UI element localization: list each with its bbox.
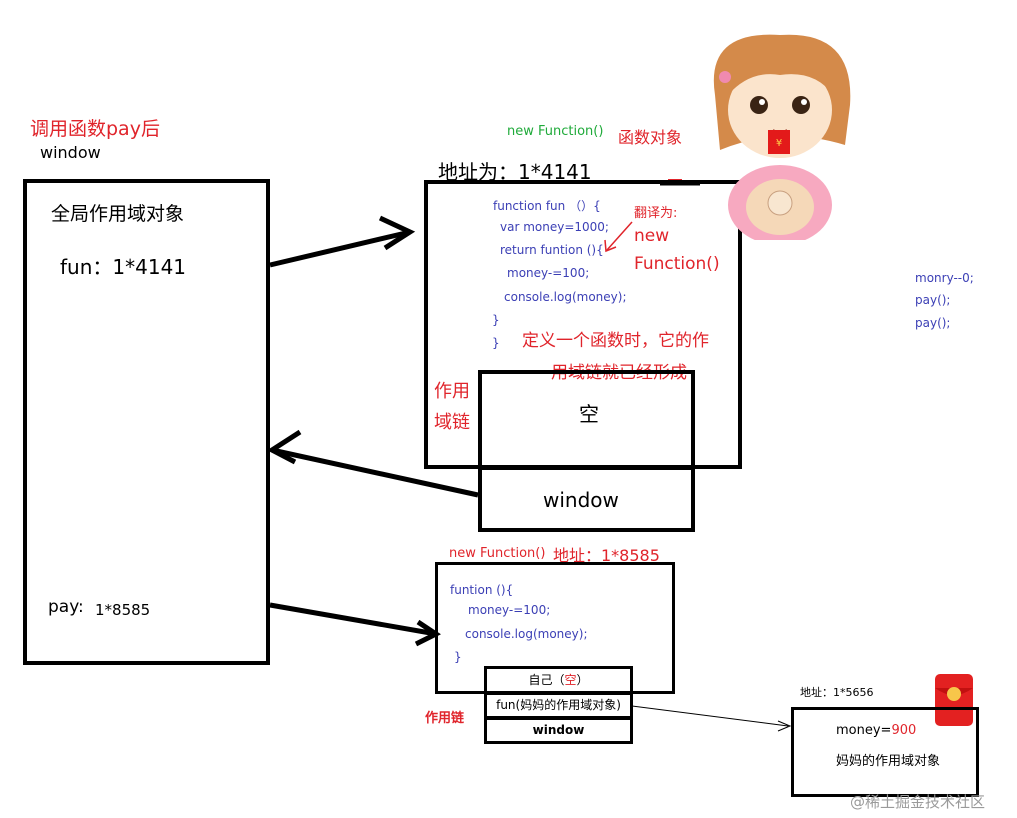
pay-chain-self-prefix: 自己（	[528, 673, 565, 687]
function-object-label: 函数对象	[618, 128, 683, 147]
pay-code-line-3: console.log(money);	[465, 627, 588, 641]
mom-scope-box: money=900 妈妈的作用域对象	[791, 707, 979, 797]
pay-code-line-4: }	[454, 650, 462, 664]
arrow-global-to-pay	[269, 602, 437, 637]
arrow-head-fun	[378, 215, 416, 251]
arrow-window-to-global	[271, 447, 479, 498]
scope-note-line-1: 定义一个函数时，它的作	[522, 331, 709, 351]
mother-illustration: ¥	[713, 34, 851, 240]
mom-address: 地址：1*5656	[800, 686, 874, 699]
translate-arrow-head	[604, 239, 617, 253]
window-label: window	[40, 143, 101, 162]
translate-value-line-1: new	[634, 226, 670, 246]
fun-code-line-5: console.log(money);	[504, 290, 627, 304]
fun-new-function-label: new Function()	[507, 124, 604, 139]
pay-chain-self-row: 自己（空）	[484, 666, 633, 694]
mom-money: money=900	[836, 723, 916, 738]
global-scope-box: 全局作用域对象 fun：1*4141 pay: 1*8585	[23, 179, 270, 665]
fun-code-line-6: }	[492, 313, 500, 327]
scope-chain-label-line-2: 域链	[434, 412, 470, 433]
pay-chain-label: 作用链	[425, 711, 465, 726]
translate-value-line-2: Function()	[634, 254, 720, 274]
arrow-head-global	[267, 429, 302, 465]
fun-chain-window: window	[543, 488, 619, 512]
envelope-yen-icon: ¥	[776, 138, 782, 149]
pay-chain-fun-row: fun(妈妈的作用域对象)	[484, 692, 633, 719]
translate-label: 翻译为:	[634, 206, 678, 221]
arrow-chain-to-mom	[631, 705, 789, 727]
global-pay-label: pay:	[48, 597, 84, 617]
fun-chain-empty: 空	[579, 402, 599, 426]
pay-chain-self-empty: 空	[564, 673, 577, 687]
global-pay-address: 1*8585	[95, 601, 151, 619]
side-code-line-2: pay();	[915, 293, 951, 307]
mom-money-value: 900	[891, 723, 917, 738]
side-code-line-1: monry--0;	[915, 271, 974, 285]
diagram-title: 调用函数pay后	[30, 118, 160, 140]
red-envelope-icon	[935, 674, 973, 726]
fun-code-line-7: }	[492, 336, 500, 350]
pay-code-line-1: funtion (){	[450, 583, 514, 597]
translate-arrow	[606, 221, 633, 251]
fun-chain-window-box: window	[478, 466, 695, 532]
global-fun-entry: fun：1*4141	[60, 255, 187, 279]
pay-code-line-2: money-=100;	[468, 603, 551, 617]
fun-code-line-1: function fun （）{	[493, 199, 601, 213]
watermark: @稀土掘金技术社区	[850, 793, 986, 811]
pay-address: 地址：1*8585	[553, 546, 660, 565]
pay-new-function-label: new Function()	[449, 546, 546, 561]
pay-chain-self-suffix: ）	[576, 673, 589, 687]
fun-chain-empty-box: 空	[478, 370, 695, 470]
global-scope-title: 全局作用域对象	[51, 203, 185, 225]
scope-chain-label-line-1: 作用	[434, 381, 470, 402]
arrow-global-to-fun	[269, 229, 411, 268]
arrow-head-mom	[777, 720, 792, 732]
fun-code-line-2: var money=1000;	[500, 220, 609, 234]
pay-chain-window-row: window	[484, 717, 633, 744]
mom-scope-desc: 妈妈的作用域对象	[836, 754, 941, 769]
side-code-line-3: pay();	[915, 316, 951, 330]
fun-code-line-3: return funtion (){	[500, 243, 604, 257]
fun-code-line-4: money-=100;	[507, 266, 590, 280]
mom-money-label: money=	[836, 723, 892, 738]
